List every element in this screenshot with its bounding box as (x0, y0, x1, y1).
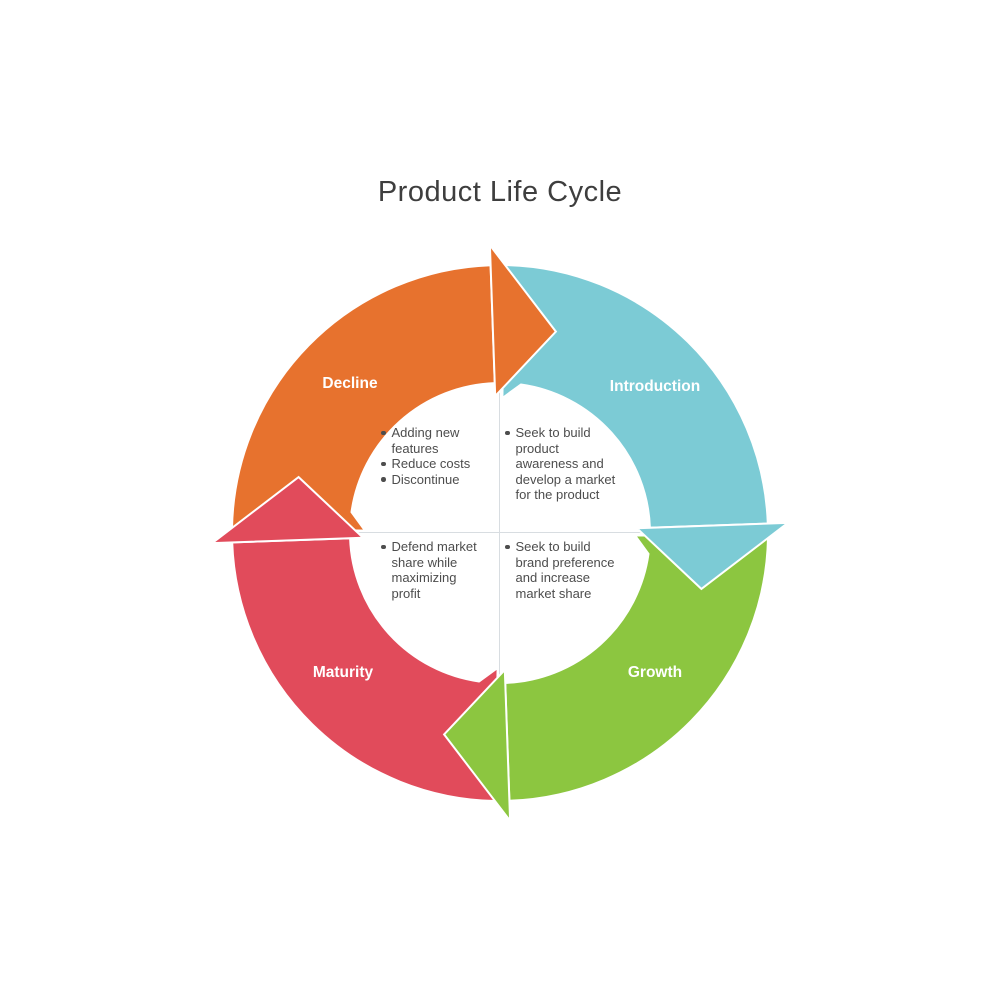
list-item: Reduce costs (381, 456, 487, 472)
bullet-icon (381, 477, 386, 482)
growth-notes-list: Seek to build brand preference and incre… (505, 539, 620, 601)
decline-arrowhead-icon (488, 242, 558, 399)
growth-arrowhead-icon (442, 667, 512, 824)
list-item: Defend market share while maximizing pro… (381, 539, 484, 601)
note-text: Seek to build brand preference and incre… (515, 539, 615, 601)
ring-label-decline: Decline (322, 375, 378, 392)
list-item: Adding new features (381, 425, 487, 456)
ring-label-growth: Growth (627, 664, 683, 681)
decline-arc-segment (230, 264, 496, 532)
decline-notes-list: Adding new features Reduce costs Discont… (381, 425, 487, 487)
list-item: Seek to build brand preference and incre… (505, 539, 620, 601)
diagram-title: Product Life Cycle (377, 176, 623, 208)
introduction-notes-list: Seek to build product awareness and deve… (505, 425, 624, 503)
maturity-notes-list: Defend market share while maximizing pro… (381, 539, 484, 601)
maturity-arrowhead-icon (209, 475, 366, 545)
bullet-icon (381, 461, 386, 466)
introduction-arc-segment (501, 263, 769, 529)
ring-label-introduction: Introduction (609, 378, 701, 395)
introduction-arrowhead-icon (634, 521, 791, 591)
note-text: Defend market share while maximizing pro… (391, 539, 477, 601)
list-item: Seek to build product awareness and deve… (505, 425, 624, 503)
note-text: Reduce costs (391, 456, 471, 471)
bullet-icon (381, 544, 386, 549)
ring-label-maturity: Maturity (312, 664, 374, 681)
note-text: Discontinue (391, 471, 460, 487)
note-text: Seek to build product awareness and deve… (515, 425, 616, 502)
bullet-icon (505, 430, 510, 435)
maturity-arc-segment (231, 537, 499, 803)
note-text: Adding new features (391, 425, 460, 456)
bullet-icon (505, 544, 510, 549)
growth-arc-segment (504, 534, 770, 802)
bullet-icon (381, 430, 386, 435)
list-item: Discontinue (381, 472, 487, 488)
